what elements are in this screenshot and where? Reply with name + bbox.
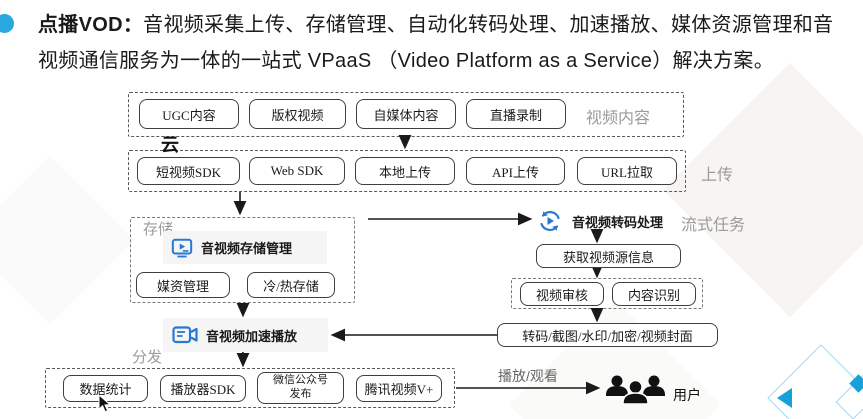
title-line1-rest: 音视频采集上传、存储管理、自动化转码处理、加速播放、媒体资源管理和音 bbox=[143, 14, 834, 36]
node-cold-hot-storage: 冷/热存储 bbox=[247, 272, 335, 298]
service-storage-management: 音视频存储管理 bbox=[163, 231, 327, 264]
video-player-icon bbox=[171, 237, 193, 259]
node-live-record: 直播录制 bbox=[466, 99, 566, 129]
group-review bbox=[511, 278, 703, 309]
decoration-triangle bbox=[777, 388, 792, 408]
service-transcode: 音视频转码处理 bbox=[537, 207, 663, 235]
node-content-recognition: 内容识别 bbox=[612, 282, 696, 306]
service-playback-label: 音视频加速播放 bbox=[206, 328, 298, 344]
label-stream-task: 流式任务 bbox=[681, 217, 746, 234]
label-distribution: 分发 bbox=[132, 349, 163, 366]
background-polygon bbox=[0, 155, 135, 325]
service-accelerated-playback: 音视频加速播放 bbox=[163, 318, 328, 352]
sync-play-icon bbox=[537, 208, 563, 234]
node-transcode-process: 转码/截图/水印/加密/视频封面 bbox=[497, 323, 718, 347]
service-transcode-label: 音视频转码处理 bbox=[572, 214, 664, 230]
bullet-dot-icon bbox=[0, 14, 14, 33]
node-wechat-publish: 微信公众号 发布 bbox=[257, 372, 344, 404]
cloud-label: 云 bbox=[161, 135, 179, 155]
slide-title-line2: 视频通信服务为一体的一站式 VPaaS （Video Platform as a… bbox=[38, 50, 774, 72]
group-distribution-channels bbox=[45, 368, 455, 408]
node-ugc-content: UGC内容 bbox=[139, 99, 239, 129]
node-local-upload: 本地上传 bbox=[355, 157, 455, 185]
node-web-sdk: Web SDK bbox=[249, 157, 345, 185]
node-licensed-video: 版权视频 bbox=[249, 99, 346, 129]
label-play-watch: 播放/观看 bbox=[498, 368, 558, 384]
label-video-content: 视频内容 bbox=[586, 110, 651, 127]
label-upload: 上传 bbox=[701, 167, 734, 184]
slide-title-line1: 点播VOD：音视频采集上传、存储管理、自动化转码处理、加速播放、媒体资源管理和音 bbox=[38, 8, 833, 37]
service-storage-label: 音视频存储管理 bbox=[201, 241, 293, 256]
group-storage bbox=[130, 217, 355, 303]
mouse-cursor-icon bbox=[98, 393, 112, 418]
title-keyword: 点播VOD： bbox=[38, 14, 144, 36]
node-short-video-sdk: 短视频SDK bbox=[137, 157, 240, 185]
node-tencent-video-vplus: 腾讯视频V+ bbox=[356, 375, 442, 402]
user-group-icon bbox=[604, 375, 668, 409]
node-media-asset-mgmt: 媒资管理 bbox=[136, 272, 230, 298]
node-get-video-source-info: 获取视频源信息 bbox=[536, 244, 681, 268]
node-url-pull: URL拉取 bbox=[577, 157, 677, 185]
node-player-sdk: 播放器SDK bbox=[160, 375, 246, 402]
node-self-media: 自媒体内容 bbox=[356, 99, 456, 129]
node-video-review: 视频审核 bbox=[520, 282, 604, 306]
node-api-upload: API上传 bbox=[466, 157, 565, 185]
label-users: 用户 bbox=[673, 387, 701, 403]
group-upload bbox=[128, 150, 686, 192]
video-camera-icon bbox=[172, 324, 198, 346]
